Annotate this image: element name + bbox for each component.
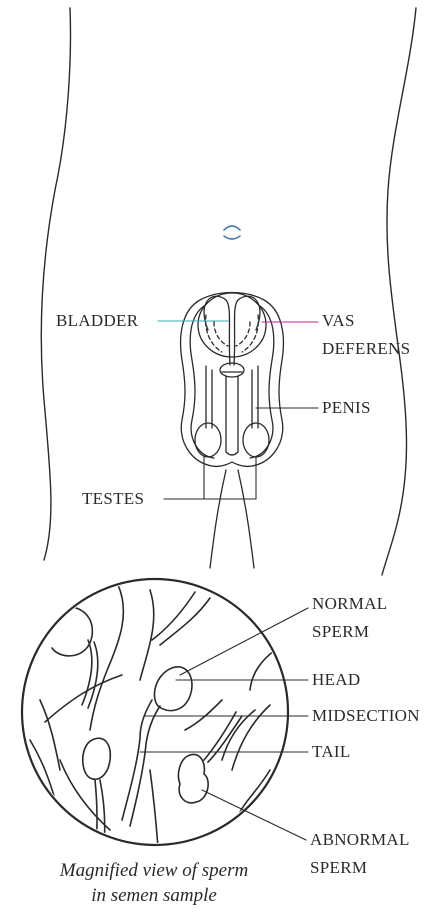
label-midsection: MIDSECTION [312, 706, 420, 726]
label-abnormal-sperm-line1: ABNORMAL [310, 830, 410, 850]
abnormal-sperm [178, 754, 208, 802]
caption-line1: Magnified view of sperm [24, 859, 284, 883]
label-normal-sperm-line1: NORMAL [312, 594, 387, 614]
label-normal-sperm-line2: SPERM [312, 622, 369, 642]
navel [224, 226, 240, 239]
testis-right [243, 423, 269, 457]
reproductive-organs [181, 293, 284, 467]
abnormal-sperm-leader [202, 790, 306, 840]
label-testes: TESTES [82, 489, 144, 509]
testis-left [195, 423, 221, 457]
vas-deferens-left [204, 296, 230, 365]
label-penis: PENIS [322, 398, 371, 418]
label-tail: TAIL [312, 742, 351, 762]
label-vas-deferens-line2: DEFERENS [322, 339, 410, 359]
label-head: HEAD [312, 670, 360, 690]
bladder [198, 293, 266, 357]
penis [226, 376, 238, 455]
label-bladder: BLADDER [56, 311, 138, 331]
normal-sperm-leader [180, 608, 308, 675]
label-vas-deferens-line1: VAS [322, 311, 355, 331]
leg-right-inner [238, 470, 254, 568]
vas-deferens-right [234, 296, 260, 365]
leg-left-inner [210, 470, 226, 568]
torso-left-outline [41, 8, 70, 560]
label-abnormal-sperm-line2: SPERM [310, 858, 367, 878]
normal-sperm-head [154, 667, 192, 711]
caption-line2: in semen sample [24, 884, 284, 908]
torso-right-outline [382, 8, 416, 575]
